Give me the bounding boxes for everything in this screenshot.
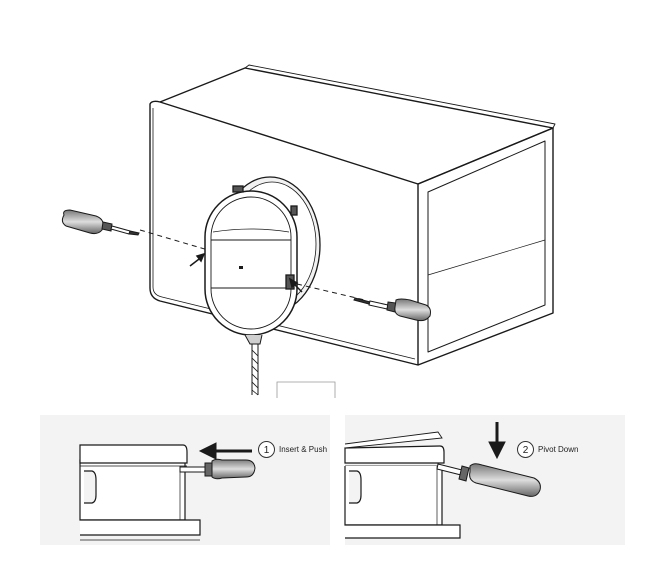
- step-2-number: 2: [517, 441, 534, 458]
- left-arrow-icon: [198, 442, 252, 460]
- step-2-panel: [344, 415, 625, 545]
- screwdriver-right-icon: [353, 297, 431, 322]
- sensor-device: [204, 176, 321, 336]
- screwdriver-left-icon: [61, 209, 140, 236]
- guide-lines: [139, 229, 366, 301]
- connector-bracket: [276, 381, 336, 398]
- down-arrow-icon: [488, 422, 506, 460]
- step-1-label: Insert & Push: [279, 445, 328, 454]
- step-2-label: Pivot Down: [538, 445, 579, 454]
- step-1-number: 1: [258, 441, 275, 458]
- step-1-panel: [40, 415, 330, 545]
- cable: [244, 334, 263, 396]
- push-arrows: [189, 252, 303, 293]
